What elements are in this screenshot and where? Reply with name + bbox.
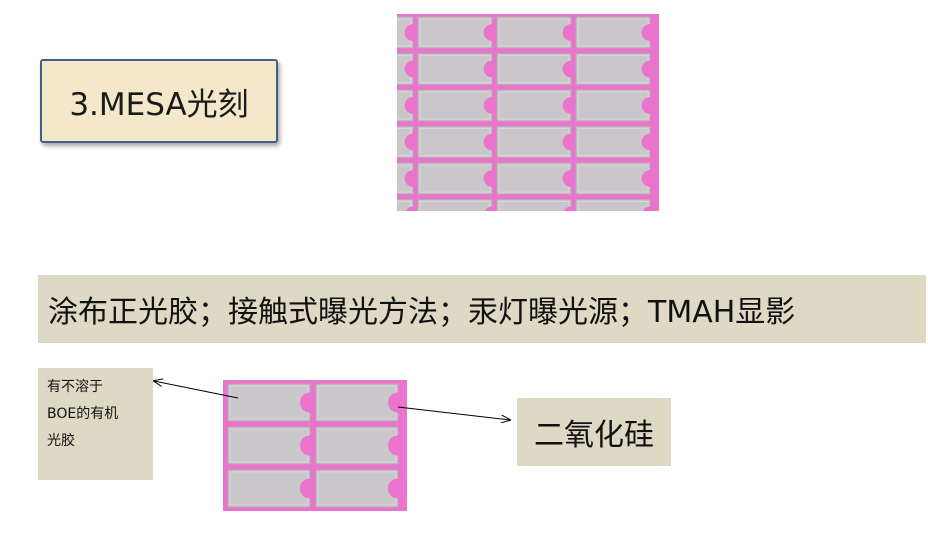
mesa-pad (397, 199, 421, 211)
photoresist-label: 有不溶于 BOE的有机 光胶 (38, 368, 153, 480)
mesa-pad (575, 199, 658, 211)
mesa-pad (417, 126, 501, 158)
mesa-pad (397, 162, 422, 195)
mesa-pad (397, 16, 422, 49)
mesa-pad (575, 126, 659, 158)
slide-title: 3.MESA光刻 (69, 86, 249, 123)
mesa-pad (227, 426, 320, 465)
mesa-pad (227, 469, 320, 508)
mesa-pad (397, 89, 422, 122)
mesa-pad (575, 53, 659, 85)
micrograph-bottom (223, 380, 407, 511)
mesa-pad (227, 383, 320, 422)
photoresist-label-line-2: BOE的有机 (47, 406, 119, 422)
mesa-pad (315, 469, 407, 508)
mesa-pad (496, 162, 580, 195)
process-description: 涂布正光胶；接触式曝光方法；汞灯曝光源；TMAH显影 (48, 295, 796, 330)
arrow-to-silicon-dioxide-label (397, 406, 510, 420)
silicon-dioxide-label: 二氧化硅 (517, 398, 671, 466)
mesa-pad (397, 126, 422, 158)
slide-title-box: 3.MESA光刻 (40, 59, 278, 143)
mesa-pad (417, 16, 501, 49)
mesa-pad (496, 89, 580, 122)
mesa-pad (575, 89, 659, 122)
process-description-bar: 涂布正光胶；接触式曝光方法；汞灯曝光源；TMAH显影 (38, 275, 926, 343)
mesa-pad (575, 16, 659, 49)
mesa-pad (496, 16, 580, 49)
mesa-pad (417, 162, 501, 195)
mesa-pad (496, 126, 580, 158)
mesa-pad (315, 426, 407, 465)
mesa-pad (417, 199, 500, 211)
mesa-pad (417, 53, 501, 85)
silicon-dioxide-text: 二氧化硅 (534, 418, 654, 453)
micrograph-top (397, 14, 659, 211)
mesa-pad (575, 162, 659, 195)
mesa-pad (417, 89, 501, 122)
photoresist-label-line-1: 有不溶于 (47, 379, 103, 395)
mesa-pad (397, 53, 422, 85)
mesa-pad (496, 53, 580, 85)
mesa-pad (496, 199, 579, 211)
arrow-to-photoresist-label (154, 381, 239, 399)
photoresist-label-line-3: 光胶 (47, 433, 75, 449)
